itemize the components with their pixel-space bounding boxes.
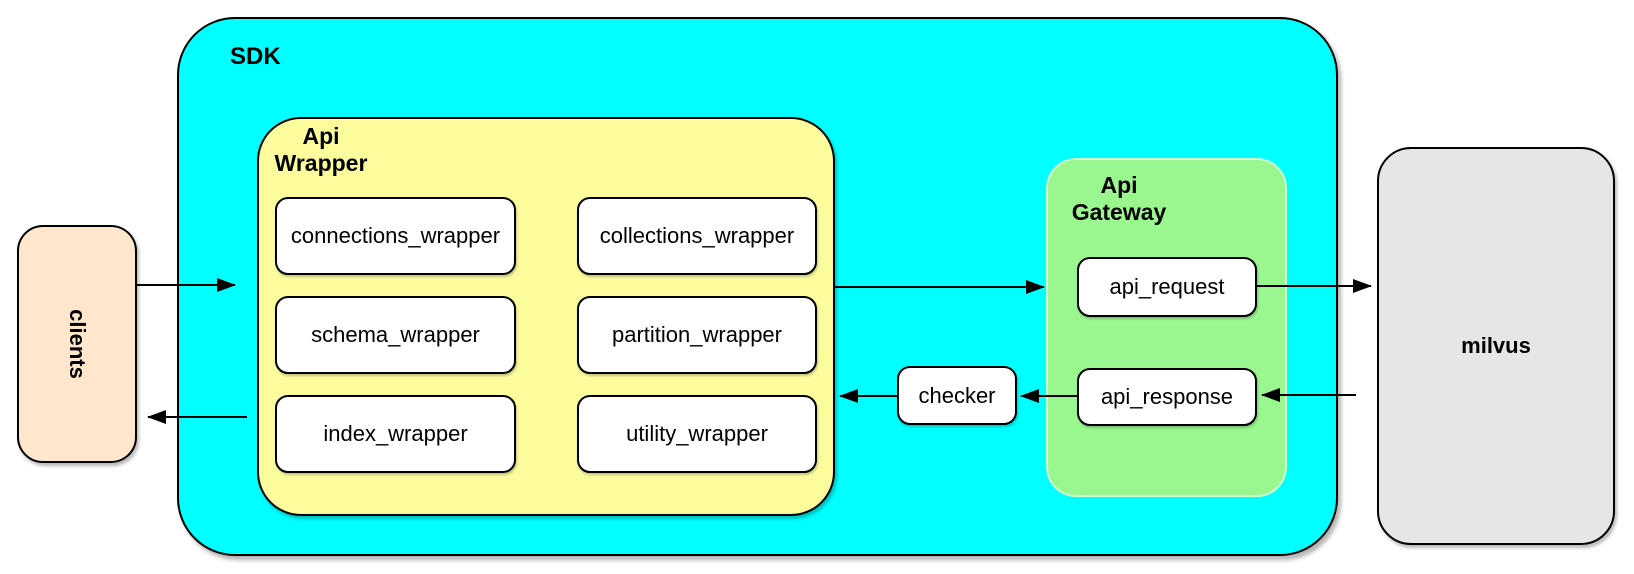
wrapper-item-utility: utility_wrapper <box>577 395 817 473</box>
clients-label: clients <box>64 309 90 379</box>
gateway-item-api-request: api_request <box>1077 257 1257 317</box>
api-gateway-label: Api Gateway <box>1071 172 1167 225</box>
checker-box: checker <box>897 366 1017 425</box>
wrapper-item-connections: connections_wrapper <box>275 197 516 275</box>
gateway-item-api-response: api_response <box>1077 368 1257 426</box>
wrapper-item-index: index_wrapper <box>275 395 516 473</box>
sdk-label: SDK <box>230 43 281 70</box>
clients-box: clients <box>17 225 137 463</box>
api-wrapper-box: Api Wrapper connections_wrapper collecti… <box>257 117 835 516</box>
sdk-box: SDK Api Wrapper connections_wrapper coll… <box>177 17 1338 556</box>
api-gateway-box: Api Gateway api_request api_response <box>1046 158 1287 497</box>
wrapper-item-collections: collections_wrapper <box>577 197 817 275</box>
wrapper-item-schema: schema_wrapper <box>275 296 516 374</box>
wrapper-item-partition: partition_wrapper <box>577 296 817 374</box>
milvus-box: milvus <box>1377 147 1615 545</box>
api-wrapper-label: Api Wrapper <box>274 123 368 176</box>
api-wrapper-grid: connections_wrapper collections_wrapper … <box>275 197 817 473</box>
milvus-label: milvus <box>1461 333 1531 358</box>
